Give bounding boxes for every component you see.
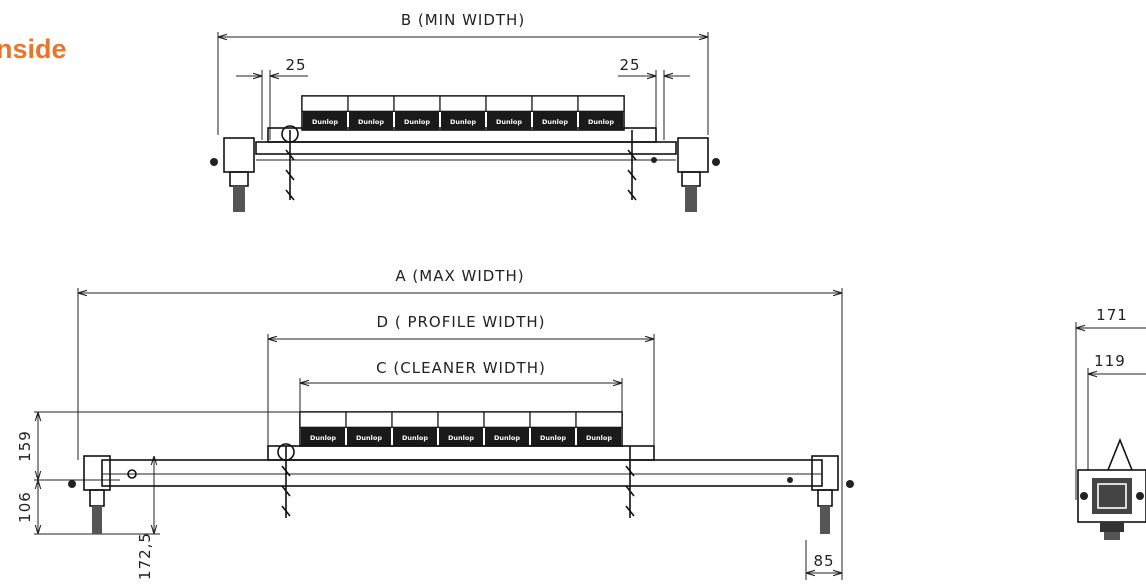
dim-vertical-left: 159 106 172,5 [16,411,300,580]
dim-106-label: 106 [16,491,34,523]
blade-brand-label: Dunlop [494,434,520,442]
dim-119-label: 119 [1094,352,1126,370]
side-view: 171 119 [1075,306,1146,540]
blade-segment: Dunlop [437,411,485,446]
blade-segment: Dunlop [393,95,441,130]
dim-right-25: 25 [618,56,690,140]
dim-a-max-width: A (MAX WIDTH) [77,267,843,460]
blade-segment: Dunlop [439,95,487,130]
section-heading: nside [0,34,67,64]
dim-172-5-label: 172,5 [136,532,154,580]
dim-171: 171 [1075,306,1146,500]
blade-segment: Dunlop [575,411,623,446]
dim-b-min-width: B (MIN WIDTH) [217,11,709,135]
blade-brand-label: Dunlop [404,118,430,126]
blade-segment: Dunlop [391,411,439,446]
bottom-cleaner-assembly: Dunlop Dunlop Dunlop Dunlop Dunlop Dunlop Dunl… [68,411,854,534]
blade-segment: Dunlop [347,95,395,130]
blade-brand-label: Dunlop [402,434,428,442]
b-min-width-label: B (MIN WIDTH) [401,11,525,29]
blade-segment: Dunlop [345,411,393,446]
dim-119: 119 [1087,352,1146,470]
bottom-blade-row: Dunlop Dunlop Dunlop Dunlop Dunlop Dunlop Dunl… [299,411,623,446]
blade-brand-label: Dunlop [496,118,522,126]
blade-brand-label: Dunlop [312,118,338,126]
blade-segment: Dunlop [299,411,347,446]
d-profile-width-label: D ( PROFILE WIDTH) [377,313,546,331]
left-offset-label: 25 [285,56,306,74]
blade-brand-label: Dunlop [540,434,566,442]
blade-brand-label: Dunlop [586,434,612,442]
blade-brand-label: Dunlop [358,118,384,126]
dim-85: 85 [805,460,843,580]
blade-segment: Dunlop [531,95,579,130]
blade-brand-label: Dunlop [448,434,474,442]
bottom-view: A (MAX WIDTH) D ( PROFILE WIDTH) C (CLEA… [16,267,854,580]
blade-brand-label: Dunlop [588,118,614,126]
blade-segment: Dunlop [577,95,625,130]
blade-segment: Dunlop [301,95,349,130]
blade-brand-label: Dunlop [542,118,568,126]
blade-brand-label: Dunlop [450,118,476,126]
dim-d-profile-width: D ( PROFILE WIDTH) [267,313,655,460]
dim-left-25: 25 [236,56,308,140]
dim-171-label: 171 [1096,306,1128,324]
blade-segment: Dunlop [529,411,577,446]
dim-159-label: 159 [16,430,34,462]
blade-segment: Dunlop [485,95,533,130]
side-assembly [1077,437,1146,540]
blade-brand-label: Dunlop [356,434,382,442]
blade-segment: Dunlop [483,411,531,446]
dim-85-label: 85 [813,552,834,570]
blade-brand-label: Dunlop [310,434,336,442]
top-blade-row: Dunlop Dunlop Dunlop Dunlop Dunlop Dunlop Dunl… [301,95,625,130]
right-offset-label: 25 [619,56,640,74]
a-max-width-label: A (MAX WIDTH) [395,267,524,285]
c-cleaner-width-label: C (CLEANER WIDTH) [376,359,546,377]
dim-c-cleaner-width: C (CLEANER WIDTH) [299,359,623,412]
top-cleaner-assembly: Dunlop Dunlop Dunlop Dunlop Dunlop Dunlop Dunl… [210,95,720,212]
